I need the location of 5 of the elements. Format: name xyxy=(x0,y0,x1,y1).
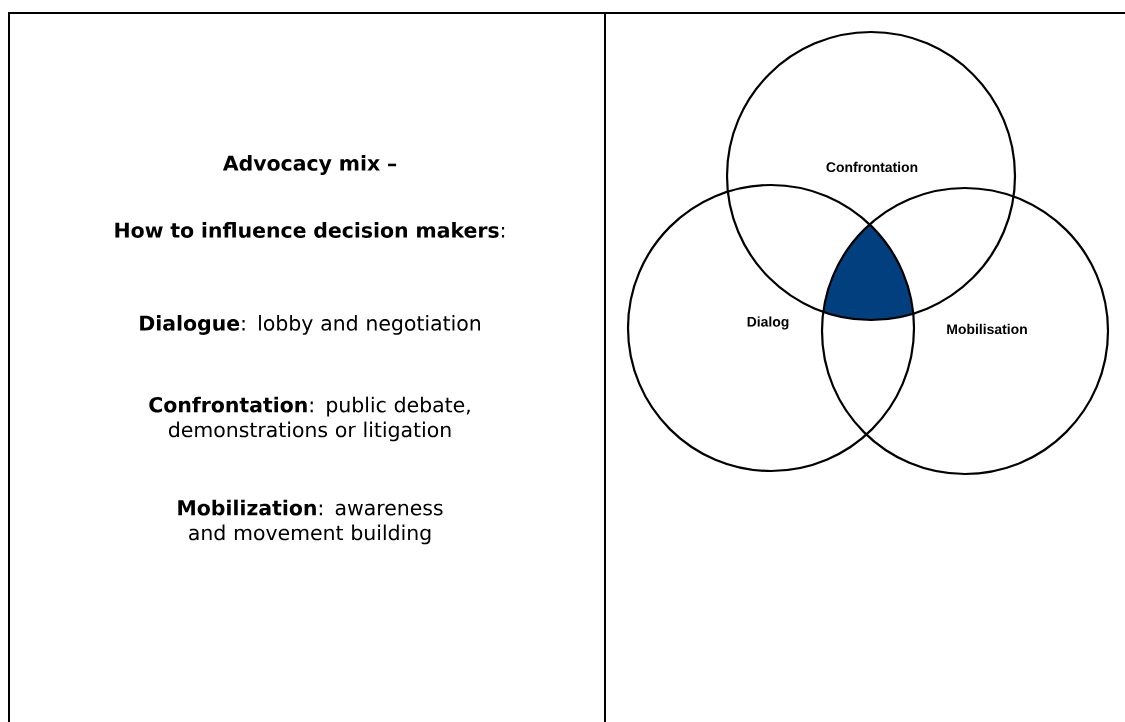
text-line: How to influence decision makers: xyxy=(115,222,505,238)
text-line: Dialogue: lobby and negotiation xyxy=(140,315,480,335)
text-line: Advocacy mix – xyxy=(222,155,397,175)
text-line: Mobilization: awareness and movement building xyxy=(178,499,443,545)
text-line: Confrontation: public debate, demonstrations or litigation xyxy=(149,396,470,442)
